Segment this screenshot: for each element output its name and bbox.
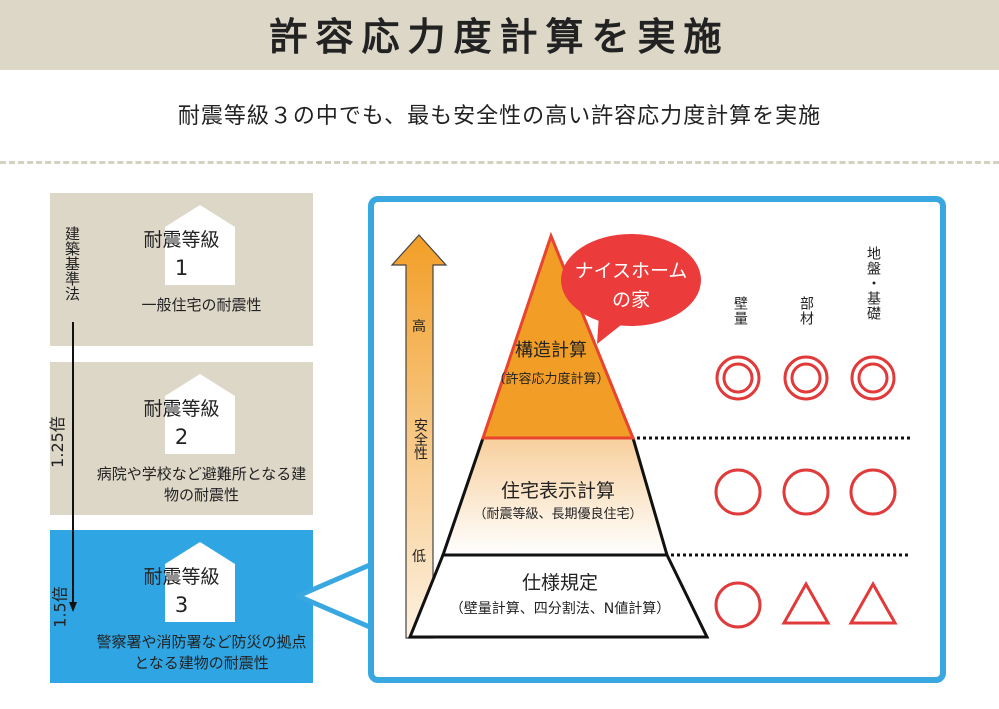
column-header-foundation: 地盤・基礎 bbox=[865, 246, 881, 321]
tier-3-name: 仕様規定 bbox=[521, 572, 599, 594]
bubble-line-1: ナイスホーム bbox=[574, 260, 688, 282]
header-band bbox=[0, 0, 999, 70]
circle-icon bbox=[849, 468, 897, 516]
house-icon bbox=[165, 205, 235, 285]
tier-1-name: 構造計算 bbox=[515, 340, 587, 361]
grade-description: 一般住宅の耐震性 bbox=[141, 296, 262, 314]
page-title: 許容応力度計算を実施 bbox=[269, 15, 730, 59]
tier-3-sub: （壁量計算、四分割法、N値計算） bbox=[449, 601, 671, 617]
grade-3-card: 耐震等級 3 警察署や消防署など防災の拠点となる建物の耐震性 bbox=[50, 530, 313, 683]
column-header-wall: 壁量 bbox=[732, 296, 748, 326]
circle-icon bbox=[782, 468, 830, 516]
safety-label: 安全性 bbox=[412, 418, 428, 460]
house-icon bbox=[165, 374, 235, 454]
triangle-icon bbox=[848, 580, 898, 625]
circle-icon bbox=[714, 468, 762, 516]
pyramid-top-tier bbox=[480, 231, 636, 440]
grade-label: 耐震等級 bbox=[143, 566, 220, 588]
grade-description: 警察署や消防署など防災の拠点となる建物の耐震性 bbox=[96, 633, 307, 672]
circle-icon bbox=[714, 581, 762, 629]
building-standard-label: 建築基準法 bbox=[63, 226, 81, 301]
grade-label: 耐震等級 bbox=[143, 229, 220, 251]
column-header-member: 部材 bbox=[798, 296, 814, 326]
pointer-mask bbox=[374, 568, 380, 628]
tier-1-sub: （許容応力度計算） bbox=[492, 372, 610, 387]
bubble-line-2: の家 bbox=[611, 289, 651, 311]
house-icon bbox=[165, 542, 235, 622]
grade-1-card: 耐震等級 1 一般住宅の耐震性 bbox=[50, 193, 313, 346]
grade-description: 病院や学校など避難所となる建物の耐震性 bbox=[96, 465, 307, 504]
double-circle-icon bbox=[783, 355, 829, 401]
safety-high-label: 高 bbox=[412, 319, 426, 335]
grade-label: 耐震等級 bbox=[143, 398, 220, 420]
double-circle-icon bbox=[850, 355, 896, 401]
divider bbox=[0, 161, 999, 164]
grade-number: 2 bbox=[174, 425, 189, 449]
safety-low-label: 低 bbox=[412, 549, 426, 565]
triangle-icon bbox=[781, 580, 831, 625]
double-circle-icon bbox=[715, 355, 761, 401]
speech-bubble bbox=[561, 234, 701, 344]
grade-2-card: 耐震等級 2 病院や学校など避難所となる建物の耐震性 bbox=[50, 362, 313, 515]
page-subtitle: 耐震等級３の中でも、最も安全性の高い許容応力度計算を実施 bbox=[177, 104, 822, 129]
tier-2-name: 住宅表示計算 bbox=[500, 480, 616, 502]
tier-2-sub: （耐震等級、長期優良住宅） bbox=[473, 507, 643, 522]
grade-number: 1 bbox=[174, 256, 189, 280]
scale-arrow bbox=[69, 322, 77, 612]
grade-number: 3 bbox=[174, 593, 189, 617]
